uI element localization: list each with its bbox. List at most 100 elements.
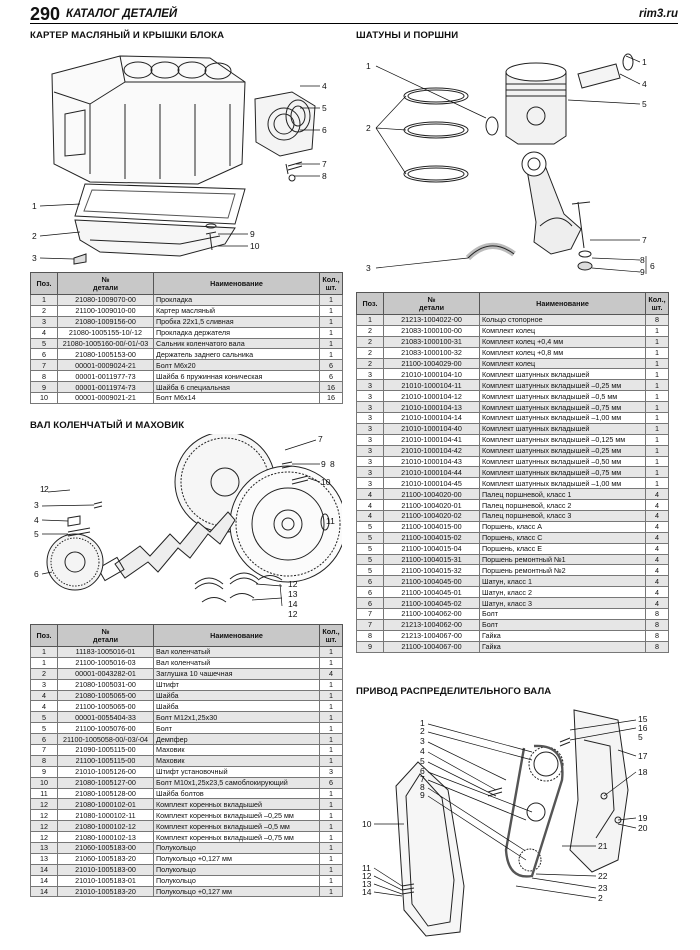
cell-qty: 1	[645, 433, 669, 446]
cell-part-name: Пробка 22x1,5 сливная	[153, 315, 320, 328]
cell-qty: 1	[319, 337, 343, 350]
cell-part-number: 21100-1005058-00/-03/-04	[57, 733, 154, 746]
callout-7: 7	[642, 235, 647, 245]
cell-qty: 6	[319, 370, 343, 383]
callout-18: 18	[638, 767, 648, 777]
cell-part-number: 21010-1000104-41	[383, 433, 480, 446]
callout-2: 2	[32, 231, 37, 241]
callout-13: 13	[288, 589, 298, 599]
cell-pos: 6	[356, 586, 384, 599]
cell-part-number: 21100-1009010-00	[57, 304, 154, 317]
cell-pos: 4	[356, 488, 384, 501]
cell-qty: 1	[319, 787, 343, 800]
cell-qty: 1	[319, 304, 343, 317]
cell-part-name: Комплект колец +0,8 мм	[479, 346, 646, 359]
cell-part-name: Полукольцо	[153, 863, 320, 876]
cell-qty: 1	[319, 722, 343, 735]
cell-qty: 1	[645, 368, 669, 381]
cell-part-number: 21100-1004067-00	[383, 640, 480, 653]
cell-qty: 1	[645, 379, 669, 392]
cell-part-number: 21100-1004020-02	[383, 510, 480, 522]
cell-qty: 1	[319, 798, 343, 811]
cell-qty: 4	[645, 488, 669, 501]
cell-pos: 5	[356, 520, 384, 533]
callout-6: 6	[322, 125, 327, 135]
cell-qty: 4	[645, 575, 669, 588]
cell-pos: 7	[30, 359, 58, 372]
cell-qty: 1	[319, 842, 343, 854]
cell-part-number: 21213-1004062-00	[383, 618, 480, 631]
callout-1b: 1	[642, 57, 647, 67]
cell-qty: 3	[319, 765, 343, 778]
cell-qty: 1	[319, 754, 343, 767]
col-header-pos: Поз.	[356, 292, 384, 315]
gasket-drawing	[74, 183, 246, 225]
cell-pos: 5	[356, 564, 384, 577]
cell-part-number: 21010-1005126-00	[57, 765, 154, 778]
cell-part-number: 21100-1004015-04	[383, 542, 480, 555]
cell-pos: 5	[30, 337, 58, 350]
cell-qty: 8	[645, 314, 669, 326]
cell-part-name: Палец поршневой, класс 3	[479, 510, 646, 522]
cell-qty: 1	[319, 831, 343, 844]
cell-pos: 2	[356, 324, 384, 337]
cell-qty: 1	[645, 401, 669, 414]
cell-pos: 5	[30, 711, 58, 724]
cell-pos: 3	[356, 455, 384, 468]
cell-qty: 1	[319, 733, 343, 746]
page-header: 290 КАТАЛОГ ДЕТАЛЕЙ rim3.ru	[30, 4, 678, 24]
cell-qty: 4	[645, 510, 669, 522]
callout-4: 4	[34, 515, 39, 525]
cell-part-name: Болт М6x14	[153, 392, 320, 404]
cell-part-name: Вал коленчатый	[153, 656, 320, 669]
callout-21: 21	[598, 841, 608, 851]
cell-pos: 5	[356, 531, 384, 544]
cell-pos: 11	[30, 787, 58, 800]
callout-13: 13	[362, 879, 372, 889]
cell-part-number: 21080-1000102-01	[57, 798, 154, 811]
cell-pos: 12	[30, 831, 58, 844]
cell-part-name: Комплект шатунных вкладышей –1,00 мм	[479, 412, 646, 424]
cell-part-name: Болт М6x20	[153, 359, 320, 372]
cell-pos: 4	[356, 510, 384, 522]
cell-part-number: 21010-1000104-40	[383, 422, 480, 435]
callout-5: 5	[34, 529, 39, 539]
callout-14: 14	[362, 887, 372, 897]
cell-part-number: 21080-1009070-00	[57, 294, 154, 306]
cell-pos: 1	[30, 294, 58, 306]
callout-5: 5	[420, 756, 425, 766]
cell-pos: 5	[356, 553, 384, 566]
section-title-conrods: ШАТУНЫ И ПОРШНИ	[356, 30, 459, 41]
cell-pos: 4	[30, 326, 58, 339]
col-header-pos: Поз.	[30, 624, 58, 647]
cell-part-name: Комплект шатунных вкладышей	[479, 368, 646, 381]
cell-part-number: 21080-1005127-00	[57, 776, 154, 789]
cell-part-number: 21100-1005065-00	[57, 700, 154, 713]
cell-part-number: 21100-1004015-00	[383, 520, 480, 533]
cell-qty: 16	[319, 392, 343, 404]
callout-7: 7	[322, 159, 327, 169]
cell-part-name: Шайба	[153, 700, 320, 713]
cell-part-number: 21080-1005155-10/-12	[57, 326, 154, 339]
cell-part-name: Поршень ремонтный №2	[479, 564, 646, 577]
cell-part-number: 21080-1005153-00	[57, 348, 154, 361]
callout-10: 10	[250, 241, 260, 251]
cell-qty: 1	[319, 852, 343, 865]
cell-part-name: Комплект шатунных вкладышей –1,00 мм	[479, 477, 646, 490]
